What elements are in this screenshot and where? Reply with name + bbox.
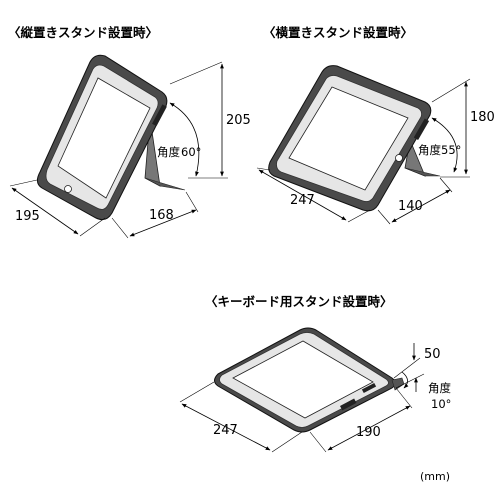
keyboard-angle-value: 10° [431, 397, 451, 411]
landscape-tablet-case [268, 65, 432, 212]
keyboard-depth-dimension: 190 [309, 387, 413, 453]
keyboard-angle-indicator: 角度 10° [401, 371, 451, 411]
portrait-side-buttons [152, 104, 167, 127]
portrait-depth-dimension: 168 [111, 191, 199, 239]
landscape-height-value: 180 [470, 110, 495, 125]
keyboard-width-value: 247 [213, 423, 238, 438]
keyboard-stand-foot [391, 377, 405, 391]
landscape-home-button-icon [395, 154, 403, 162]
keyboard-tablet-case [214, 327, 405, 433]
keyboard-height-value: 50 [424, 347, 441, 362]
portrait-height-value: 205 [226, 113, 251, 128]
portrait-angle-label: 角度 [157, 145, 180, 159]
keyboard-stand-figure: 〈キーボード用スタンド設置時〉 50 角度 10° 247 [179, 294, 451, 453]
landscape-angle-indicator: 角度 55° [418, 117, 461, 173]
landscape-depth-value: 140 [398, 199, 423, 214]
keyboard-angle-label: 角度 [428, 381, 451, 395]
portrait-height-dimension: 205 [169, 61, 251, 179]
portrait-width-value: 195 [15, 209, 40, 224]
landscape-heading: 〈横置きスタンド設置時〉 [263, 25, 413, 40]
portrait-stand-figure: 〈縦置きスタンド設置時〉 205 角度 60° [8, 25, 251, 239]
landscape-angle-value: 55° [441, 143, 461, 157]
keyboard-heading: 〈キーボード用スタンド設置時〉 [205, 294, 393, 309]
keyboard-width-dimension: 247 [179, 381, 303, 453]
portrait-home-button-icon [64, 185, 72, 193]
portrait-depth-value: 168 [149, 208, 174, 223]
landscape-angle-label: 角度 [418, 143, 441, 157]
portrait-angle-indicator: 角度 60° [157, 102, 201, 177]
landscape-width-dimension: 247 [256, 167, 371, 223]
landscape-height-dimension: 180 [431, 78, 495, 178]
landscape-width-value: 247 [290, 193, 315, 208]
portrait-tablet-case [36, 54, 168, 221]
keyboard-height-dimension: 50 [393, 343, 441, 392]
portrait-heading: 〈縦置きスタンド設置時〉 [8, 25, 158, 40]
landscape-depth-dimension: 140 [377, 177, 453, 225]
portrait-angle-value: 60° [181, 145, 201, 159]
landscape-stand-figure: 〈横置きスタンド設置時〉 180 角度 55° 247 [256, 25, 495, 225]
unit-label: (mm) [420, 470, 450, 483]
keyboard-depth-value: 190 [356, 425, 381, 440]
landscape-side-buttons [413, 118, 430, 141]
portrait-width-dimension: 195 [9, 179, 106, 237]
